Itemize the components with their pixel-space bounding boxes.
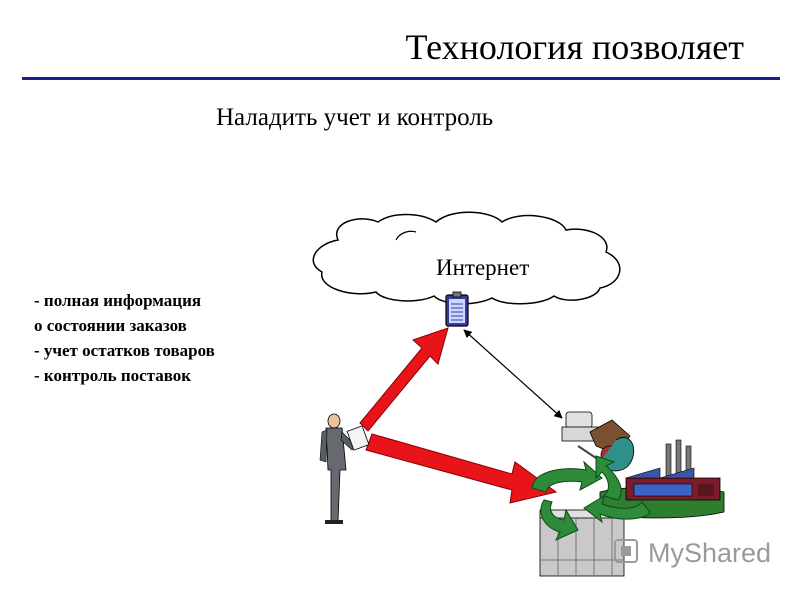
- bullet-item: о состоянии заказов: [34, 316, 187, 335]
- connector-line: [463, 329, 563, 419]
- slide-subtitle: Наладить учет и контроль: [216, 104, 494, 131]
- watermark-logo-icon: [614, 539, 638, 563]
- bullet-list: - полная информация о состоянии заказов …: [34, 288, 314, 388]
- clipboard-icon: [445, 291, 469, 327]
- green-cycle-arrows: [531, 455, 651, 542]
- internet-cloud: [312, 211, 621, 305]
- title-underline: [22, 77, 780, 80]
- watermark-text: MyShared: [648, 538, 772, 568]
- businessman-icon: [319, 413, 370, 524]
- red-arrow-to-internet: [359, 327, 449, 432]
- bullet-item: - контроль поставок: [34, 366, 192, 385]
- bullet-item: - учет остатков товаров: [34, 341, 215, 360]
- slide-title: Технология позволяет: [405, 27, 744, 67]
- bullet-item: - полная информация: [34, 291, 202, 310]
- red-arrow-to-server: [365, 433, 558, 504]
- internet-label: Интернет: [436, 255, 530, 280]
